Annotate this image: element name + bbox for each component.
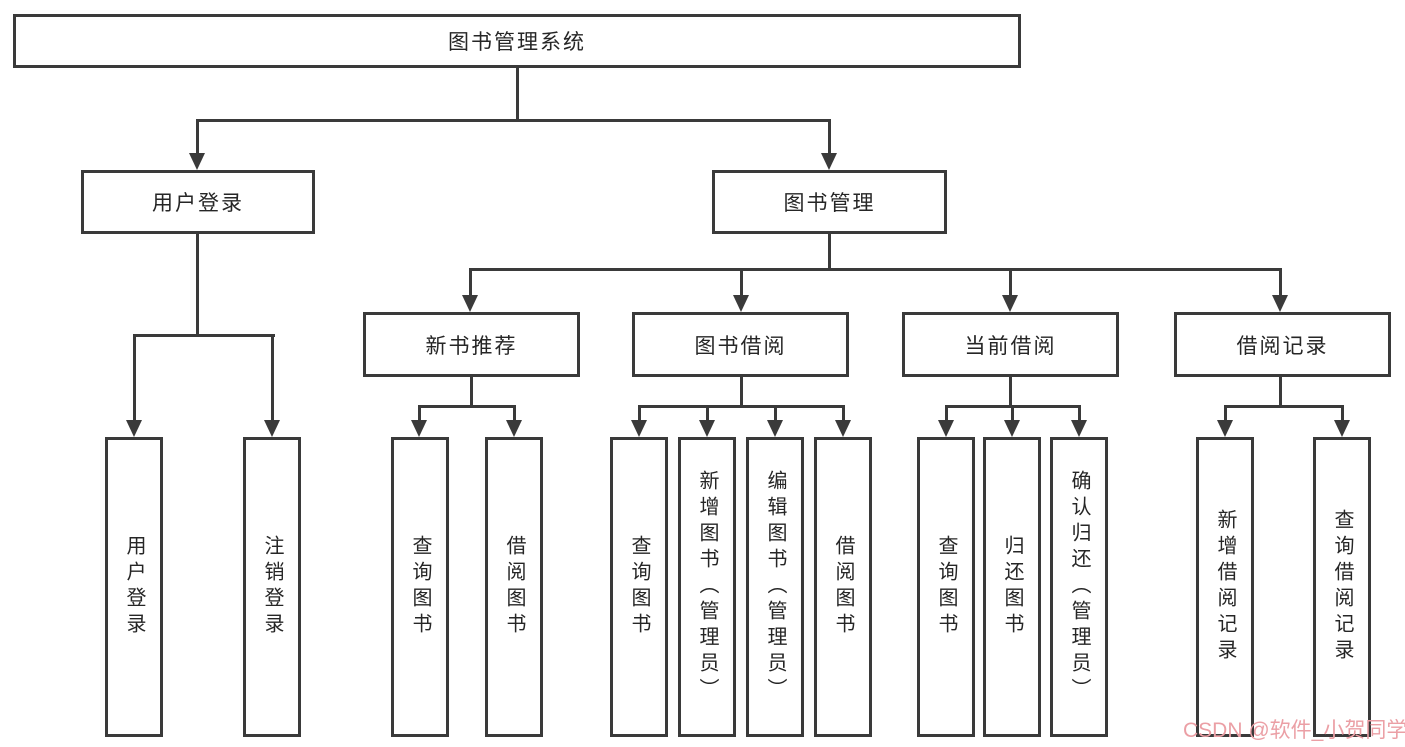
node-root-library-system: 图书管理系统	[13, 14, 1021, 68]
leaf-borrow-add-book-admin: 新增图书（管理员）	[678, 437, 736, 737]
node-borrow-records-label: 借阅记录	[1236, 334, 1329, 358]
arrow-down-icon	[1334, 420, 1350, 437]
leaf-newbook-query-book: 查询图书	[391, 437, 449, 737]
connector-root-stem	[515, 66, 519, 121]
leaf-current-query-book: 查询图书	[917, 437, 975, 737]
node-borrow-records: 借阅记录	[1174, 312, 1391, 377]
arrow-down-icon	[189, 153, 205, 170]
connector-user-login-stem	[195, 231, 199, 337]
arrow-down-icon	[767, 420, 783, 437]
node-user-login-label: 用户登录	[152, 192, 244, 215]
connector-drop-leaf	[512, 405, 516, 423]
leaf-records-add-record: 新增借阅记录	[1196, 437, 1254, 737]
connector-drop-borrow-records	[1278, 268, 1282, 298]
leaf-user-login: 用户登录	[105, 437, 163, 737]
arrow-down-icon	[462, 295, 478, 312]
connector-drop-login-leaf	[132, 334, 136, 424]
leaf-borrow-query-book: 查询图书	[610, 437, 668, 737]
connector-drop-book-borrow	[739, 268, 743, 298]
connector-drop-leaf	[841, 405, 845, 423]
connector-new-book-split	[417, 405, 516, 408]
leaf-newbook-query-book-label: 查询图书	[409, 535, 431, 639]
arrow-down-icon	[835, 420, 851, 437]
leaf-borrow-edit-book-admin: 编辑图书（管理员）	[746, 437, 804, 737]
leaf-newbook-borrow-book-label: 借阅图书	[503, 535, 525, 639]
connector-root-split	[196, 119, 831, 122]
connector-drop-leaf	[1223, 405, 1227, 423]
leaf-borrow-borrow-book: 借阅图书	[814, 437, 872, 737]
connector-drop-leaf	[417, 405, 421, 423]
connector-drop-user-login	[195, 119, 199, 157]
csdn-watermark: CSDN @软件_小贺同学	[1183, 719, 1405, 742]
arrow-down-icon	[938, 420, 954, 437]
connector-book-borrow-split	[637, 405, 845, 408]
leaf-current-return-book: 归还图书	[983, 437, 1041, 737]
leaf-current-confirm-return-admin-label: 确认归还（管理员）	[1068, 470, 1090, 704]
node-book-management-label: 图书管理	[783, 192, 876, 215]
leaf-borrow-add-book-admin-label: 新增图书（管理员）	[696, 470, 718, 704]
arrow-down-icon	[1217, 420, 1233, 437]
arrow-down-icon	[506, 420, 522, 437]
leaf-records-add-record-label: 新增借阅记录	[1214, 509, 1236, 665]
connector-drop-leaf	[1077, 405, 1081, 423]
node-user-login: 用户登录	[81, 170, 315, 234]
leaf-user-login-label: 用户登录	[123, 535, 145, 639]
connector-drop-new-book	[468, 268, 472, 298]
arrow-down-icon	[699, 420, 715, 437]
arrow-down-icon	[411, 420, 427, 437]
leaf-borrow-query-book-label: 查询图书	[628, 535, 650, 639]
node-current-borrow-label: 当前借阅	[964, 334, 1057, 358]
node-root-label: 图书管理系统	[448, 31, 586, 54]
leaf-current-query-book-label: 查询图书	[935, 535, 957, 639]
arrow-down-icon	[1002, 295, 1018, 312]
connector-book-borrow-stem	[739, 374, 743, 408]
leaf-records-query-record: 查询借阅记录	[1313, 437, 1371, 737]
arrow-down-icon	[1004, 420, 1020, 437]
connector-drop-leaf	[705, 405, 709, 423]
node-current-borrow: 当前借阅	[902, 312, 1119, 377]
connector-book-mgmt-split	[468, 268, 1282, 271]
arrow-down-icon	[264, 420, 280, 437]
connector-user-login-split	[132, 334, 275, 337]
node-book-borrow-label: 图书借阅	[694, 334, 787, 358]
leaf-borrow-edit-book-admin-label: 编辑图书（管理员）	[764, 470, 786, 704]
connector-drop-leaf	[637, 405, 641, 423]
connector-drop-book-mgmt	[827, 119, 831, 157]
node-new-book-recommend: 新书推荐	[363, 312, 580, 377]
connector-drop-leaf	[773, 405, 777, 423]
connector-book-mgmt-stem	[827, 231, 831, 271]
node-new-book-recommend-label: 新书推荐	[425, 334, 518, 358]
arrow-down-icon	[821, 153, 837, 170]
arrow-down-icon	[126, 420, 142, 437]
leaf-logout-label: 注销登录	[261, 535, 283, 639]
arrow-down-icon	[733, 295, 749, 312]
connector-current-borrow-stem	[1008, 374, 1012, 408]
leaf-borrow-borrow-book-label: 借阅图书	[832, 535, 854, 639]
connector-borrow-records-split	[1223, 405, 1343, 408]
leaf-current-return-book-label: 归还图书	[1001, 535, 1023, 639]
connector-new-book-stem	[469, 374, 473, 408]
connector-drop-current-borrow	[1008, 268, 1012, 298]
arrow-down-icon	[1272, 295, 1288, 312]
connector-drop-leaf	[944, 405, 948, 423]
leaf-records-query-record-label: 查询借阅记录	[1331, 509, 1353, 665]
node-book-borrow: 图书借阅	[632, 312, 849, 377]
leaf-newbook-borrow-book: 借阅图书	[485, 437, 543, 737]
leaf-current-confirm-return-admin: 确认归还（管理员）	[1050, 437, 1108, 737]
node-book-management: 图书管理	[712, 170, 947, 234]
connector-borrow-records-stem	[1278, 374, 1282, 408]
arrow-down-icon	[631, 420, 647, 437]
connector-drop-leaf	[1010, 405, 1014, 423]
arrow-down-icon	[1071, 420, 1087, 437]
connector-drop-logout-leaf	[270, 334, 274, 424]
leaf-logout: 注销登录	[243, 437, 301, 737]
connector-drop-leaf	[1340, 405, 1344, 423]
